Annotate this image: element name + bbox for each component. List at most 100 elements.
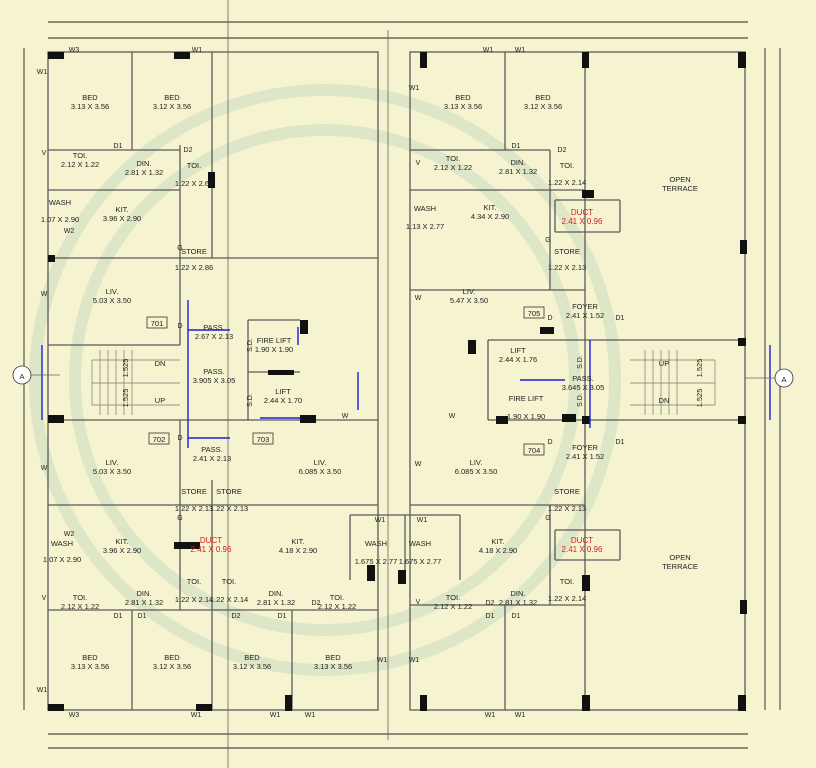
flat-number: 704 [528,446,541,455]
room-size: 3.12 X 3.56 [153,102,191,111]
room-name: PASS. [572,374,594,383]
room-name: TOI. [73,593,87,602]
grill-label: G [545,515,550,522]
room-size: 6.085 X 3.50 [299,467,342,476]
room-label: TOI.2.12 X 1.22 [434,593,472,611]
section-mark-label: A [781,375,786,384]
sliding-door-label: S.D. [577,393,584,407]
room-name: FOYER [572,443,598,452]
room-size: 3.13 X 3.56 [71,102,109,111]
room-label: PASS.2.67 X 2.13 [195,323,233,341]
ventilator-label: V [42,595,47,602]
window-label: W [449,413,456,420]
room-label: DIN.2.81 X 1.32 [499,589,537,607]
room-name: TOI. [187,577,201,586]
window-label: W1 [305,712,316,719]
window-label: W3 [69,47,80,54]
door-label: D1 [138,613,147,620]
room-name: TOI. [187,161,201,170]
room-size: 2.81 X 1.32 [125,168,163,177]
room-name: OPEN [669,175,690,184]
stair-dn-label: DN [155,359,166,368]
room-size: 6.085 X 3.50 [455,467,498,476]
flat-number: 703 [257,435,270,444]
room-label: DIN.2.81 X 1.32 [499,158,537,176]
room-name: WASH [414,204,436,213]
door-label: D2 [312,600,321,607]
room-size: 4.18 X 2.90 [479,546,517,555]
flat-number-702: 702 [148,432,170,445]
room-label: WASH 1.675 X 2.77 [355,539,398,566]
room-size: 1.22 X 2.14 [548,178,586,187]
room-size: 2.41 X 0.96 [562,217,603,226]
room-size: 3.13 X 3.56 [314,662,352,671]
room-name: TOI. [73,151,87,160]
room-size: 3.12 X 3.56 [153,662,191,671]
room-size: 1.22 X 2.14 [175,595,213,604]
room-name: LIV. [106,287,119,296]
room-name: BED [325,653,341,662]
window-label: W2 [64,531,75,538]
watermark-seal [29,84,621,676]
room-name: WASH [51,539,73,548]
room-name: DIN. [137,589,152,598]
room-name: BED [455,93,471,102]
room-label: PASS.2.41 X 2.13 [193,445,231,463]
window-label: W1 [485,712,496,719]
grill-label: G [545,237,550,244]
room-label: TOI.2.12 X 1.22 [318,593,356,611]
window-label: W1 [270,712,281,719]
room-size: 2.81 X 1.32 [499,598,537,607]
room-size: 1.90 X 1.90 [507,412,545,421]
room-label: KIT.3.96 X 2.90 [103,205,141,223]
window-label: W [415,461,422,468]
room-name: BED [164,653,180,662]
room-size: 5.47 X 3.50 [450,296,488,305]
room-name: WASH [365,539,387,548]
left-block-walls [47,51,379,711]
room-label: KIT.4.18 X 2.90 [479,537,517,555]
room-label: LIV.5.03 X 3.50 [93,287,131,305]
room-size: 2.67 X 2.13 [195,332,233,341]
flat-number-704: 704 [523,443,545,456]
room-name: KIT. [116,205,129,214]
room-name: BED [535,93,551,102]
window-label: W2 [64,228,75,235]
room-name: TOI. [222,577,236,586]
room-name: KIT. [484,203,497,212]
ventilator-label: V [42,150,47,157]
room-size: 1.675 X 2.77 [355,557,398,566]
door-label: D1 [114,613,123,620]
room-size: 3.96 X 2.90 [103,214,141,223]
room-name: LIFT [510,346,526,355]
room-name: LIV. [106,458,119,467]
door-label: D [547,315,552,322]
room-size: 1.07 X 2.90 [43,555,81,564]
grill-label: G [177,245,182,252]
room-size: 3.13 X 3.56 [444,102,482,111]
door-label: D [547,439,552,446]
room-name: LIFT [275,387,291,396]
room-name: STORE [554,247,580,256]
room-size: 2.81 X 1.32 [257,598,295,607]
door-label: D1 [278,613,287,620]
room-name: DIN. [269,589,284,598]
room-size: 1.675 X 2.77 [399,557,442,566]
room-name: WASH [49,198,71,207]
room-size: 3.645 X 3.05 [562,383,605,392]
window-label: W1 [37,69,48,76]
room-size: 2.81 X 1.32 [499,167,537,176]
room-size: 1.22 X 2.86 [175,263,213,272]
grill-label: G [177,515,182,522]
room-size: 4.18 X 2.90 [279,546,317,555]
window-label: W1 [483,47,494,54]
